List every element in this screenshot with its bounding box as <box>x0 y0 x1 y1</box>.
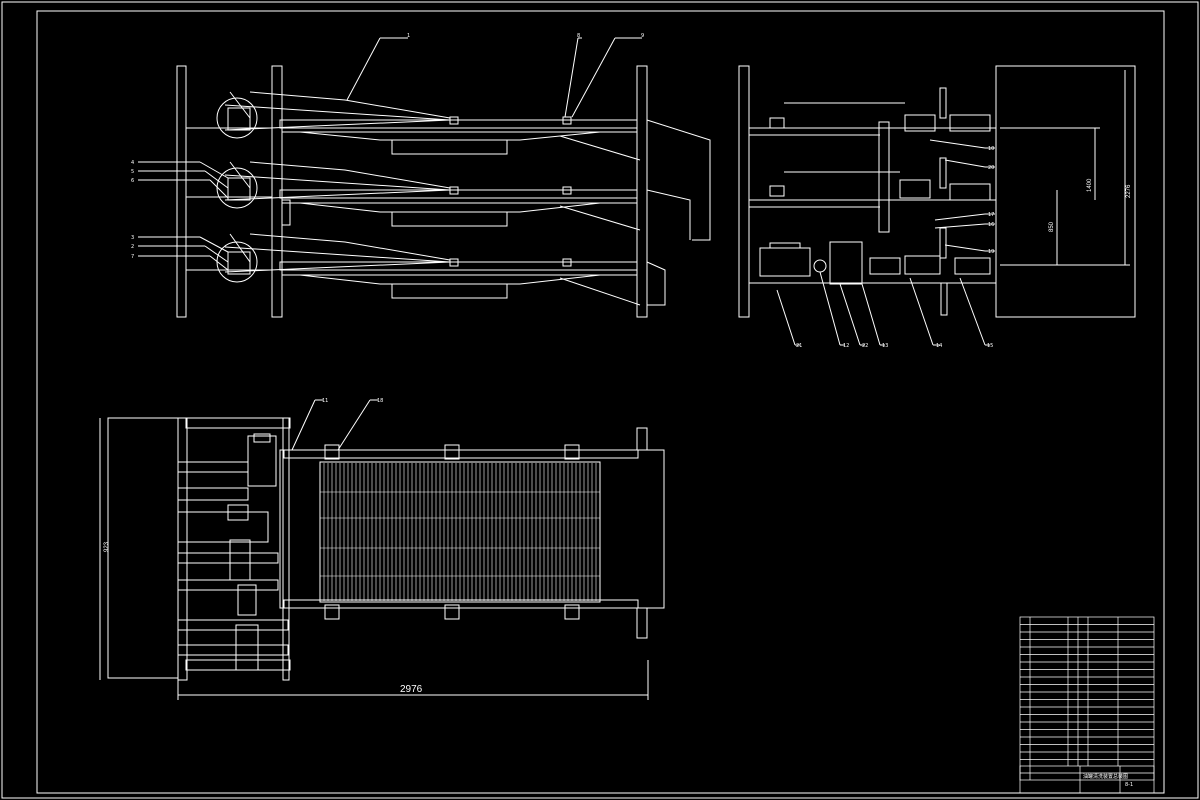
callout: 20 <box>988 165 994 171</box>
callout: 10 <box>988 146 994 152</box>
callout: 19 <box>988 249 994 255</box>
callout: 5 <box>131 169 134 175</box>
callout-labels: 1 8 9 4 5 6 3 2 7 11 18 10 20 17 16 19 2… <box>131 33 994 404</box>
callout: 15 <box>987 343 993 349</box>
dim-right-height-c: 2276 <box>1126 184 1132 198</box>
parts-list <box>1019 616 1155 794</box>
title-block <box>1019 765 1155 794</box>
callout: 6 <box>131 178 134 184</box>
end-post-left <box>738 65 750 318</box>
side-view <box>138 37 711 318</box>
plan-view <box>99 399 665 700</box>
tier-2 <box>216 161 691 240</box>
inner-border <box>36 10 1165 794</box>
tier-3 <box>216 233 666 306</box>
callout: 22 <box>862 343 868 349</box>
dim-right-height-a: 850 <box>1049 221 1055 232</box>
plan-wall-left <box>107 417 179 679</box>
slatted-conveyor <box>319 461 601 603</box>
drawing-number: 8-1 <box>1125 782 1133 788</box>
title-block-text: 油罐清洗装置总装图 8-1 <box>1083 773 1133 788</box>
callout: 9 <box>641 33 644 39</box>
callout: 4 <box>131 160 134 166</box>
callout: 21 <box>796 343 802 349</box>
callout: 17 <box>988 212 994 218</box>
callout: 8 <box>577 33 580 39</box>
end-wall-right <box>995 65 1136 318</box>
callout: 2 <box>131 244 134 250</box>
dimension-labels: 2976 923 850 1400 2276 <box>104 178 1132 695</box>
end-view <box>738 65 1136 346</box>
dim-overall-width: 923 <box>104 541 110 552</box>
callout: 1 <box>407 33 410 39</box>
side-post-right <box>636 65 648 318</box>
callout: 18 <box>377 398 383 404</box>
callout: 14 <box>936 343 942 349</box>
side-post-left <box>176 65 187 318</box>
callout: 12 <box>843 343 849 349</box>
dim-overall-length: 2976 <box>400 684 423 695</box>
callout: 7 <box>131 254 134 260</box>
callout: 13 <box>882 343 888 349</box>
side-post-mid <box>271 65 283 318</box>
callout: 11 <box>322 398 328 404</box>
callout: 3 <box>131 235 134 241</box>
gearbox <box>829 241 863 285</box>
tier-1 <box>216 91 711 241</box>
callout: 16 <box>988 222 994 228</box>
motor <box>759 247 811 277</box>
drawing-title: 油罐清洗装置总装图 <box>1083 773 1128 780</box>
dim-right-height-b: 1400 <box>1087 178 1093 192</box>
